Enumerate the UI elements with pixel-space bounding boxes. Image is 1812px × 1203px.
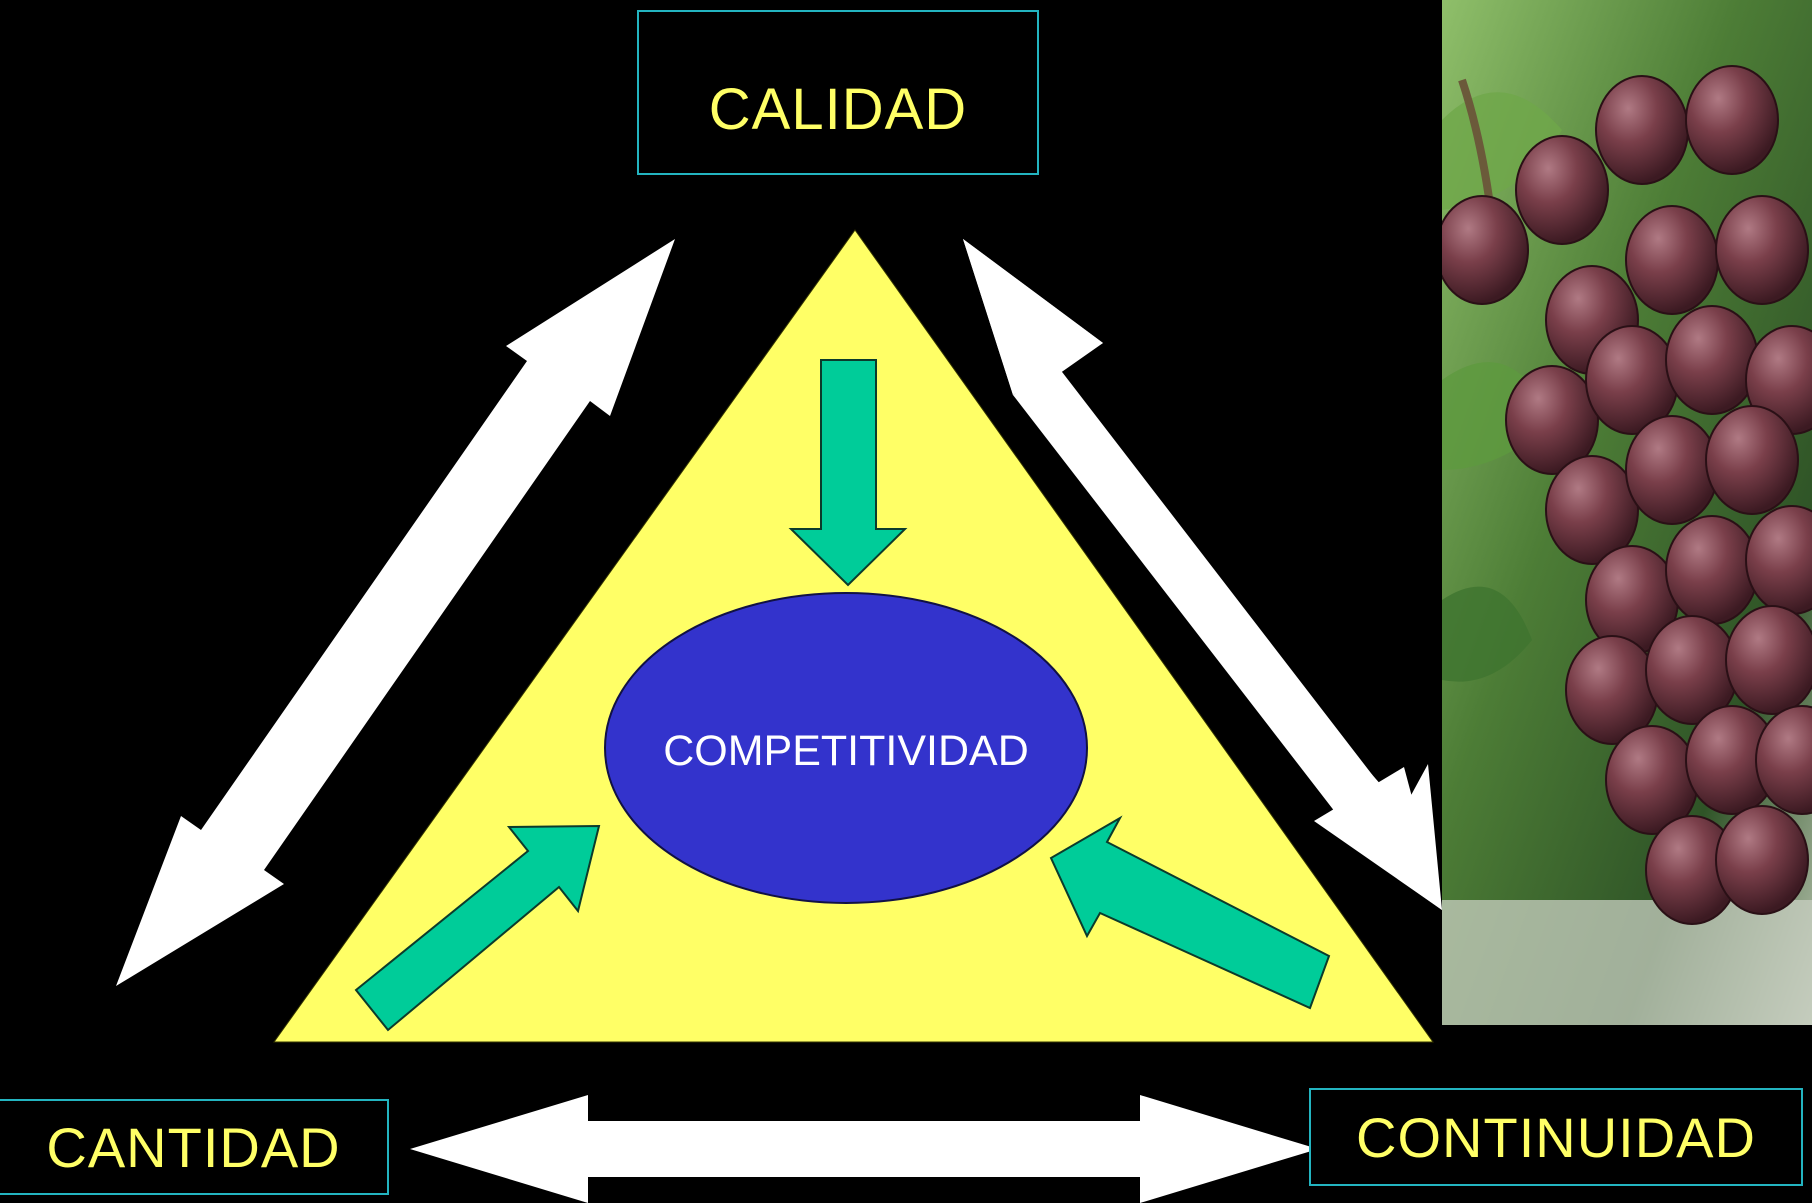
double-arrow-cantidad-continuidad <box>410 1095 1318 1203</box>
competitividad-label: COMPETITIVIDAD <box>663 726 1029 775</box>
grape-photo <box>1442 0 1812 1025</box>
inner-arrow-from-cantidad <box>354 824 601 1032</box>
grape-berry <box>1755 705 1812 815</box>
grape-berry <box>1505 365 1599 475</box>
grape-berry <box>1705 405 1799 515</box>
inner-arrow-from-calidad <box>788 359 908 587</box>
inner-arrow-from-continuidad <box>1049 815 1331 1010</box>
grape-berry <box>1725 605 1812 715</box>
grape-berry <box>1515 135 1609 245</box>
double-arrow-calidad-continuidad-head-bottom <box>1314 767 1442 910</box>
grape-berry <box>1545 455 1639 565</box>
grape-berry <box>1665 305 1759 415</box>
grape-berry <box>1595 75 1689 185</box>
grape-berry <box>1665 515 1759 625</box>
double-arrow-calidad-continuidad-head-top <box>963 239 1103 395</box>
calidad-box: CALIDAD <box>637 10 1039 175</box>
continuidad-box: CONTINUIDAD <box>1309 1088 1803 1186</box>
grape-berry <box>1685 65 1779 175</box>
cantidad-label: CANTIDAD <box>46 1115 341 1179</box>
continuidad-label: CONTINUIDAD <box>1356 1105 1756 1169</box>
grape-berry <box>1442 195 1529 305</box>
grape-berry <box>1625 205 1719 315</box>
grape-berry <box>1715 195 1809 305</box>
competitiveness-ellipse <box>604 592 1088 904</box>
grape-berry <box>1625 415 1719 525</box>
grape-cluster-icon <box>1442 0 1812 1025</box>
double-arrow-calidad-cantidad <box>116 239 675 986</box>
calidad-label: CALIDAD <box>708 77 968 142</box>
cantidad-box: CANTIDAD <box>0 1099 389 1195</box>
double-arrow-calidad-continuidad-shaft <box>1013 368 1404 843</box>
grape-berry <box>1715 805 1809 915</box>
